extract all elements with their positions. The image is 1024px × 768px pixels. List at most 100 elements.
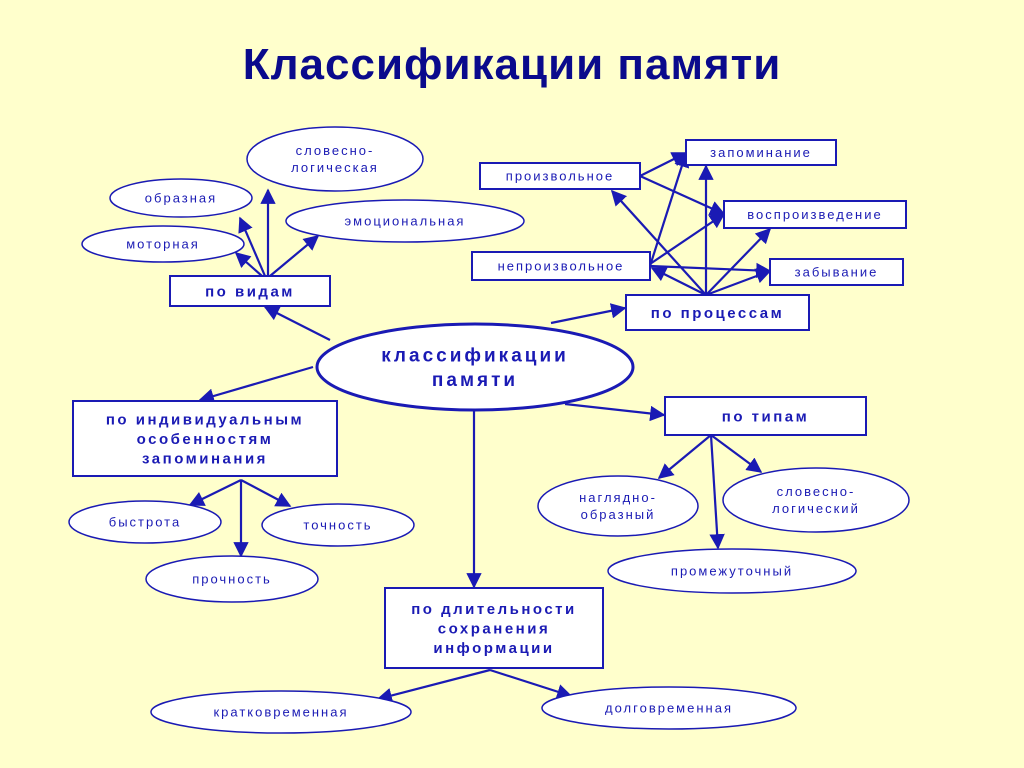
node-neproizvolnoe: непроизвольное [471, 251, 651, 281]
node-po-tipam: по типам [664, 396, 867, 436]
node-ellipse [150, 690, 412, 734]
node-label: запоминания [142, 450, 268, 467]
node-proizvolnoe: произвольное [479, 162, 641, 190]
edge-arrow-15 [639, 174, 726, 216]
node-box [769, 258, 904, 286]
node-prochnost: прочность [145, 555, 319, 603]
node-label: логический [772, 501, 860, 516]
node-label: словесно- [777, 484, 856, 499]
node-label: точность [303, 518, 372, 533]
node-label: классификации [381, 345, 569, 366]
node-label: информации [433, 640, 554, 657]
node-tochnost: точность [261, 503, 415, 547]
node-label: запоминание [710, 145, 812, 160]
node-label: памяти [432, 370, 518, 391]
edge-arrow-7 [269, 235, 320, 277]
node-box [169, 275, 331, 307]
edge-arrow-12 [705, 268, 772, 297]
node-box [471, 251, 651, 281]
node-label: промежуточный [671, 564, 793, 579]
node-label: воспроизведение [747, 207, 882, 222]
node-ellipse [109, 178, 253, 218]
node-emocionalnaya: эмоциональная [285, 199, 525, 243]
node-ellipse [315, 322, 635, 412]
node-label: забывание [795, 265, 879, 280]
node-label: эмоциональная [345, 214, 466, 229]
node-ellipse [537, 475, 699, 537]
edge-arrow-16 [648, 151, 690, 267]
node-slovesno-logichesky: словесно-логический [722, 467, 910, 533]
node-label: непроизвольное [498, 259, 625, 274]
node-center: классификации памяти [315, 322, 635, 412]
edge-arrow-17 [649, 213, 726, 265]
node-box [723, 200, 907, 229]
edges-layer [188, 151, 772, 703]
edge-arrow-25 [376, 668, 491, 703]
node-label: по индивидуальным [106, 411, 304, 428]
edge-arrow-24 [709, 434, 725, 550]
edge-arrow-6 [238, 216, 267, 277]
node-label: образная [145, 191, 217, 206]
edge-arrow-0 [263, 306, 331, 341]
node-label: особенностям [137, 431, 274, 448]
node-bystrota: быстрота [68, 500, 222, 544]
node-vosproizvedenie: воспроизведение [723, 200, 907, 229]
node-label: по видам [205, 283, 295, 300]
node-box [625, 294, 810, 331]
node-label: наглядно- [579, 490, 657, 505]
edge-arrow-26 [489, 668, 573, 700]
node-ellipse [285, 199, 525, 243]
node-ellipse [145, 555, 319, 603]
node-label: долговременная [605, 701, 733, 716]
node-zapominanie: запоминание [685, 139, 837, 166]
node-zabyvanie: забывание [769, 258, 904, 286]
node-box [479, 162, 641, 190]
node-ellipse [81, 225, 245, 263]
node-box [664, 396, 867, 436]
node-label: логическая [291, 160, 379, 175]
edge-arrow-11 [705, 227, 772, 296]
edge-arrow-18 [649, 262, 772, 279]
node-naglyadno-obrazny: наглядно-образный [537, 475, 699, 537]
nodes-layer: классификации памяти по видам словесно-логи… [68, 126, 910, 734]
node-label: по длительности [411, 601, 577, 618]
node-label: словесно- [296, 143, 375, 158]
node-obraznaya: образная [109, 178, 253, 218]
node-po-dlitelnosti: по длительности сохранения информации [384, 587, 604, 669]
edge-arrow-2 [198, 365, 314, 404]
edge-arrow-8 [234, 251, 263, 277]
node-label: прочность [192, 572, 272, 587]
node-label: произвольное [506, 169, 614, 184]
node-ellipse [68, 500, 222, 544]
edge-arrow-13 [650, 267, 707, 296]
edge-arrow-19 [188, 479, 242, 506]
node-ellipse [261, 503, 415, 547]
edge-arrow-23 [710, 434, 763, 473]
edge-arrow-22 [657, 434, 712, 479]
node-motornaya: моторная [81, 225, 245, 263]
node-ellipse [722, 467, 910, 533]
node-label: кратковременная [213, 705, 348, 720]
node-label: сохранения [438, 620, 550, 637]
node-ellipse [246, 126, 424, 192]
page-title: Классификации памяти [242, 40, 782, 89]
node-label: по типам [722, 408, 809, 425]
node-box [685, 139, 837, 166]
node-ellipse [607, 548, 857, 594]
edge-arrow-3 [564, 402, 666, 422]
node-kratkovremennaya: кратковременная [150, 690, 412, 734]
node-label: быстрота [109, 515, 181, 530]
edge-arrow-9 [610, 189, 707, 296]
node-po-vidam: по видам [169, 275, 331, 307]
node-slovesno-logicheskaya: словесно-логическая [246, 126, 424, 192]
node-po-individualnym: по индивидуальным особенностям запоминания [72, 400, 338, 477]
node-box [384, 587, 604, 669]
node-label: моторная [126, 237, 200, 252]
edge-arrow-1 [550, 303, 627, 325]
node-box [72, 400, 338, 477]
node-po-processam: по процессам [625, 294, 810, 331]
node-dolgovremennaya: долговременная [541, 686, 797, 730]
node-label: образный [581, 507, 656, 522]
node-ellipse [541, 686, 797, 730]
